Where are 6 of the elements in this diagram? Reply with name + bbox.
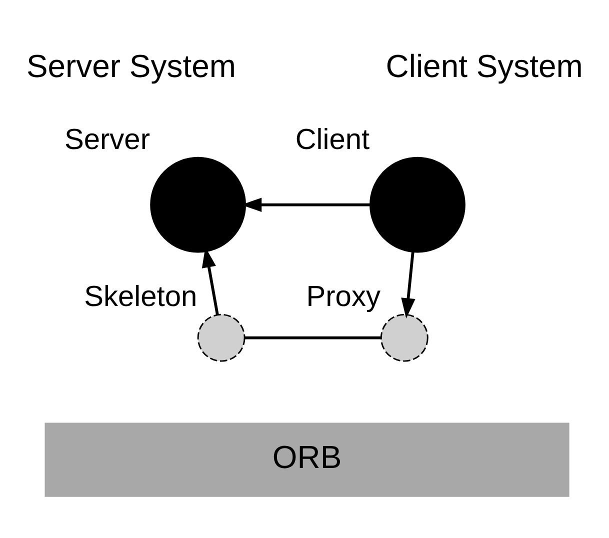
node-label: Proxy xyxy=(306,280,380,312)
node-label: Client xyxy=(295,123,370,156)
label: Server System xyxy=(26,48,236,84)
node-label: Server xyxy=(64,123,150,156)
node-label: Skeleton xyxy=(84,280,198,312)
label: Client System xyxy=(386,48,583,84)
